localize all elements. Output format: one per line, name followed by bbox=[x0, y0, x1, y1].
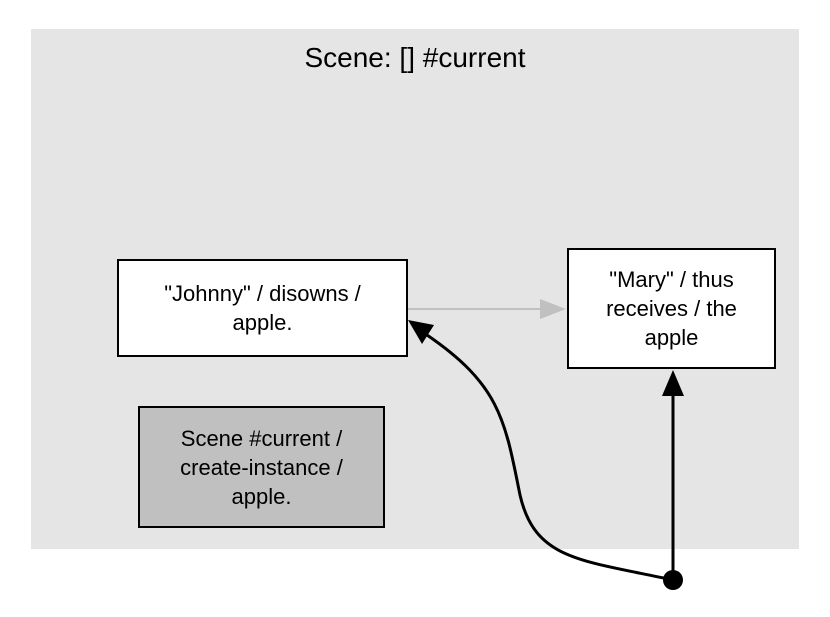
cluster-title: Scene: [] #current bbox=[304, 42, 526, 73]
edge-hub-to-johnny bbox=[426, 333, 674, 582]
arrowhead-hub-to-johnny bbox=[408, 320, 434, 344]
node-scene-line-2: create-instance / bbox=[180, 454, 343, 480]
node-johnny-disowns-apple: "Johnny" / disowns / apple. bbox=[117, 259, 408, 357]
node-mary-line-2: receives / the bbox=[606, 296, 737, 321]
node-scene-create-instance: Scene #current / create-instance / apple… bbox=[138, 406, 385, 528]
node-mary-line-3: apple bbox=[644, 325, 699, 350]
node-johnny-line-1: "Johnny" / disowns / bbox=[164, 281, 361, 306]
node-scene-line-1: Scene #current / bbox=[180, 425, 343, 451]
node-johnny-line-2: apple. bbox=[232, 310, 293, 335]
arrowhead-johnny-to-mary bbox=[540, 299, 566, 319]
hub-node bbox=[663, 570, 683, 590]
node-mary-line-1: "Mary" / thus bbox=[609, 267, 734, 292]
node-mary-receives-apple: "Mary" / thus receives / the apple bbox=[567, 248, 776, 369]
arrowhead-hub-to-mary bbox=[662, 370, 684, 396]
node-scene-line-3: apple. bbox=[231, 483, 292, 509]
